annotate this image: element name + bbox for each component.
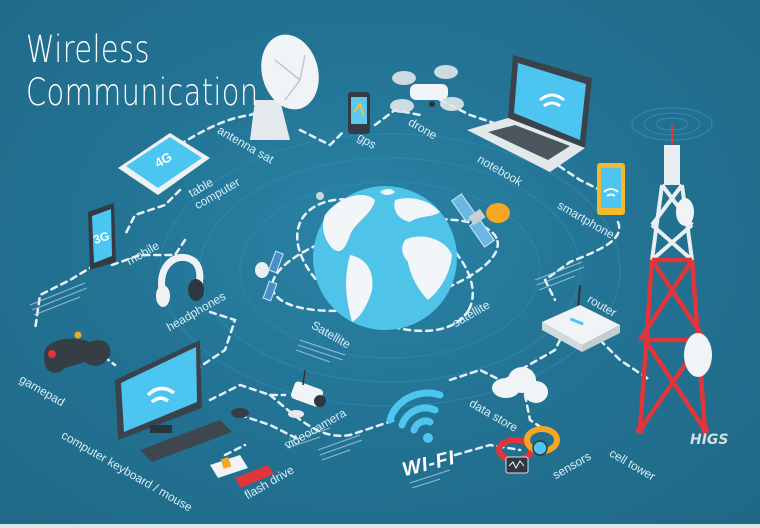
cell-tower-icon <box>631 107 713 434</box>
page-title: Wireless Communication <box>26 28 259 114</box>
tablet-icon: 4G <box>118 133 210 195</box>
headphones-icon <box>156 253 204 307</box>
title-line-2: Communication <box>26 71 259 114</box>
gps-device-icon <box>348 92 370 134</box>
ripples <box>159 133 621 407</box>
satellite-icon-left <box>255 250 284 302</box>
smartphone-icon <box>597 163 625 215</box>
satellite-dish-icon <box>250 34 319 140</box>
drone-icon <box>390 65 464 113</box>
desktop-computer-icon <box>115 340 249 462</box>
laptop-icon <box>467 55 592 172</box>
security-camera-icon <box>288 369 326 418</box>
globe-icon <box>313 186 457 330</box>
bottom-border <box>0 524 760 528</box>
watermark: HIGS <box>690 432 729 448</box>
mobile-screen-text: 3G <box>92 229 112 247</box>
satellite-icon-small <box>316 192 324 200</box>
title-line-1: Wireless <box>26 28 150 71</box>
fitness-band-icon <box>496 426 560 474</box>
satellite-icon-right <box>450 193 510 248</box>
mobile-phone-icon: 3G <box>88 203 116 270</box>
wifi-icon <box>386 389 444 443</box>
description-text-lines <box>29 261 585 489</box>
router-icon <box>542 284 620 352</box>
flash-drive-icon <box>210 455 274 488</box>
cloud-icon <box>492 367 548 403</box>
gamepad-icon <box>44 331 111 373</box>
